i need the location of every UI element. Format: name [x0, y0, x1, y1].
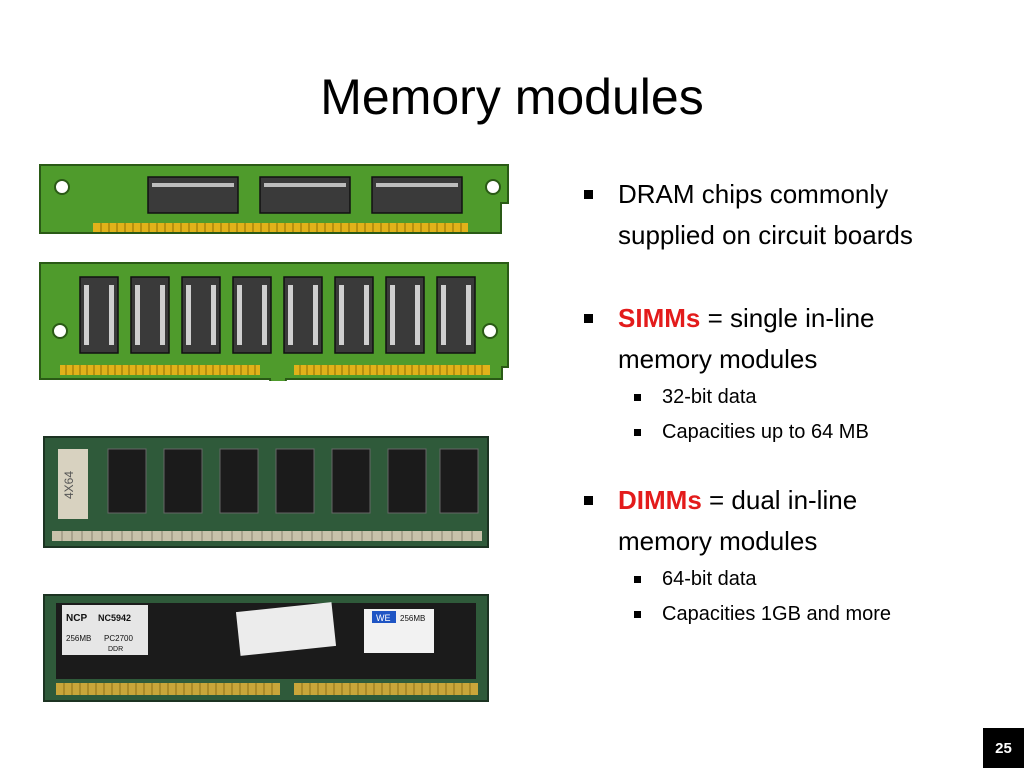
square-bullet-icon	[634, 611, 641, 618]
sub-bullet: 64-bit data	[580, 562, 1010, 597]
bullet-list: DRAM chips commonly supplied on circuit …	[580, 174, 1010, 632]
simms-sub-1: 32-bit data	[662, 386, 757, 408]
bullet-dimms: DIMMs = dual in-line memory modules	[580, 480, 1010, 562]
square-bullet-icon	[584, 496, 593, 505]
square-bullet-icon	[584, 314, 593, 323]
sub-bullet: Capacities up to 64 MB	[580, 415, 1010, 450]
dimm-photo-speed: PC2700	[104, 634, 133, 643]
slide-title: Memory modules	[320, 69, 704, 125]
dimms-sub-1: 64-bit data	[662, 568, 757, 590]
dimm-photo-brand: NCP	[66, 613, 87, 624]
bullet-dram-line1: DRAM chips commonly	[618, 179, 889, 209]
sub-bullet: 32-bit data	[580, 380, 1010, 415]
dimm-photo-type: DDR	[108, 646, 123, 653]
dimm-photo-size: 256MB	[66, 634, 91, 643]
simms-definition-line2: memory modules	[618, 344, 818, 374]
page-number: 25	[983, 728, 1024, 768]
simm-photo-label: 4X64	[62, 471, 76, 499]
dimm-photo-part: NC5942	[98, 613, 131, 623]
simm-72pin-illustration	[39, 262, 509, 381]
memory-module-images: 4X64 NCP NC5942 256MB PC2700 DDR WE 256	[38, 163, 513, 708]
simm-30pin-illustration	[39, 164, 509, 234]
simms-definition: = single in-line	[700, 303, 875, 333]
simm-photo: 4X64	[43, 436, 489, 548]
dimms-sub-2: Capacities 1GB and more	[662, 603, 892, 625]
simms-term: SIMMs	[618, 303, 701, 333]
simms-sub-2: Capacities up to 64 MB	[662, 421, 869, 443]
dimms-definition-line2: memory modules	[618, 526, 818, 556]
square-bullet-icon	[584, 190, 593, 199]
square-bullet-icon	[634, 394, 641, 401]
bullet-simms: SIMMs = single in-line memory modules	[580, 298, 1010, 380]
square-bullet-icon	[634, 576, 641, 583]
sub-bullet: Capacities 1GB and more	[580, 597, 1010, 632]
dimm-sticker-size: 256MB	[400, 614, 425, 623]
dimm-photo: NCP NC5942 256MB PC2700 DDR WE 256MB	[43, 594, 489, 702]
dimm-sticker-code: WE	[376, 613, 391, 623]
bullet-dram-line2: supplied on circuit boards	[618, 220, 913, 250]
square-bullet-icon	[634, 429, 641, 436]
dimms-term: DIMMs	[618, 485, 702, 515]
dimms-definition: = dual in-line	[701, 485, 858, 515]
bullet-dram: DRAM chips commonly supplied on circuit …	[580, 174, 1010, 256]
